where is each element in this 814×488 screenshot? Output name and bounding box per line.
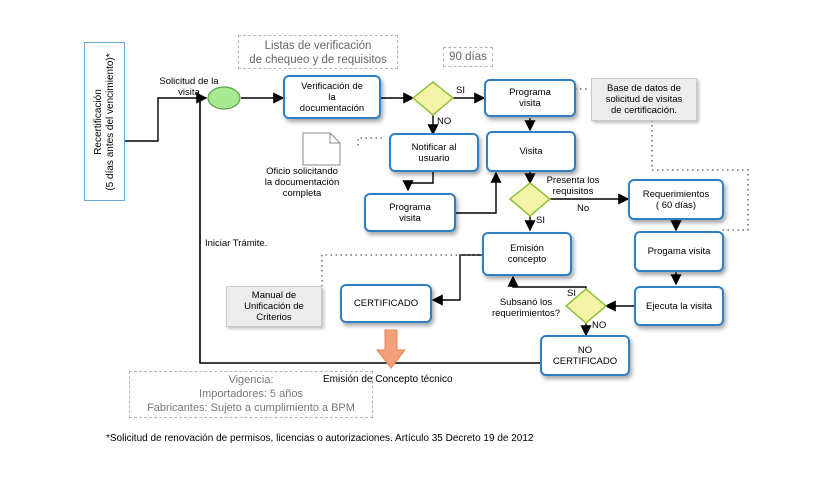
recertificacion-sub: (5 días antes del vencimiento)*: [104, 52, 116, 191]
notificar-box: Notificar al usuario: [389, 133, 479, 172]
down-arrow-icon: [375, 329, 407, 369]
emision-concepto-box: Emisión concepto: [482, 232, 572, 276]
start-event: [207, 86, 241, 110]
document-icon: [302, 132, 341, 166]
ninety-days-label: 90 días: [449, 51, 487, 63]
verificacion-box: Verificación de la documentación: [283, 75, 381, 119]
decision-diamond-3: [564, 288, 608, 324]
requerimientos-box: Requerimientos ( 60 días): [628, 179, 724, 220]
solicitud-label: Solicitud de la visita: [159, 76, 219, 98]
checklists-label: Listas de verificación de chequeo y de r…: [249, 40, 387, 66]
ejecuta-visita-box: Ejecuta la visita: [634, 286, 724, 326]
vigencia-importadores: Importadores: 5 años: [199, 388, 303, 400]
ninety-days-frame: [443, 47, 493, 67]
decision1-si: SI: [456, 85, 465, 96]
decision-diamond-2: [508, 182, 552, 217]
vigencia-frame: [129, 371, 373, 418]
dotted-oficio: [357, 137, 382, 148]
manual-note: Manual de Unificación de Criterios: [226, 286, 322, 327]
line-notificar-to-programa: [402, 172, 434, 192]
decision1-no: NO: [437, 116, 452, 127]
visita-box: Visita: [486, 131, 576, 172]
subsano-label: Subsanó los requerimientos?: [491, 297, 561, 319]
recertificacion-label: Recertificación: [92, 88, 104, 155]
dotted-manual: [321, 254, 482, 286]
decision3-no: NO: [592, 320, 607, 331]
progama-visita-box: Progama visita: [634, 231, 724, 272]
line-emision-to-certificado: [431, 254, 482, 306]
programa-visita-top-box: Programa visita: [484, 79, 576, 117]
recertificacion-box: Recertificación (5 días antes del vencim…: [84, 42, 125, 201]
presenta-label: Presenta los requisitos: [546, 175, 600, 197]
vigencia-fabricantes: Fabricantes: Sujeto a cumplimiento a BPM: [147, 402, 355, 414]
base-datos-note: Base de datos de solicitud de visitas de…: [591, 78, 697, 121]
certificado-box: CERTIFICADO: [340, 284, 432, 323]
dotted-req-loop: [651, 120, 749, 231]
oficio-label: Oficio solicitando la documentación comp…: [264, 166, 340, 199]
emision-tecnico-label: Emisión de Concepto técnico: [323, 374, 453, 385]
line-programa-left-to-visita: [456, 171, 502, 214]
line-recert-to-start: [125, 92, 208, 142]
no-certificado-box: NO CERTIFICADO: [540, 335, 630, 376]
decision2-no: No: [577, 203, 590, 214]
checklists-frame: [238, 35, 398, 69]
line-si-to-emision2: [507, 275, 587, 289]
iniciar-tramite-label: Iniciar Trámite.: [205, 238, 268, 249]
footnote: *Solicitud de renovación de permisos, li…: [106, 433, 534, 444]
programa-visita-left-box: Programa visita: [364, 193, 456, 232]
vigencia-title: Vigencia:: [228, 374, 274, 386]
decision-diamond-1: [411, 81, 455, 116]
decision3-si: SI: [567, 288, 576, 299]
decision2-si: SI: [536, 215, 545, 226]
